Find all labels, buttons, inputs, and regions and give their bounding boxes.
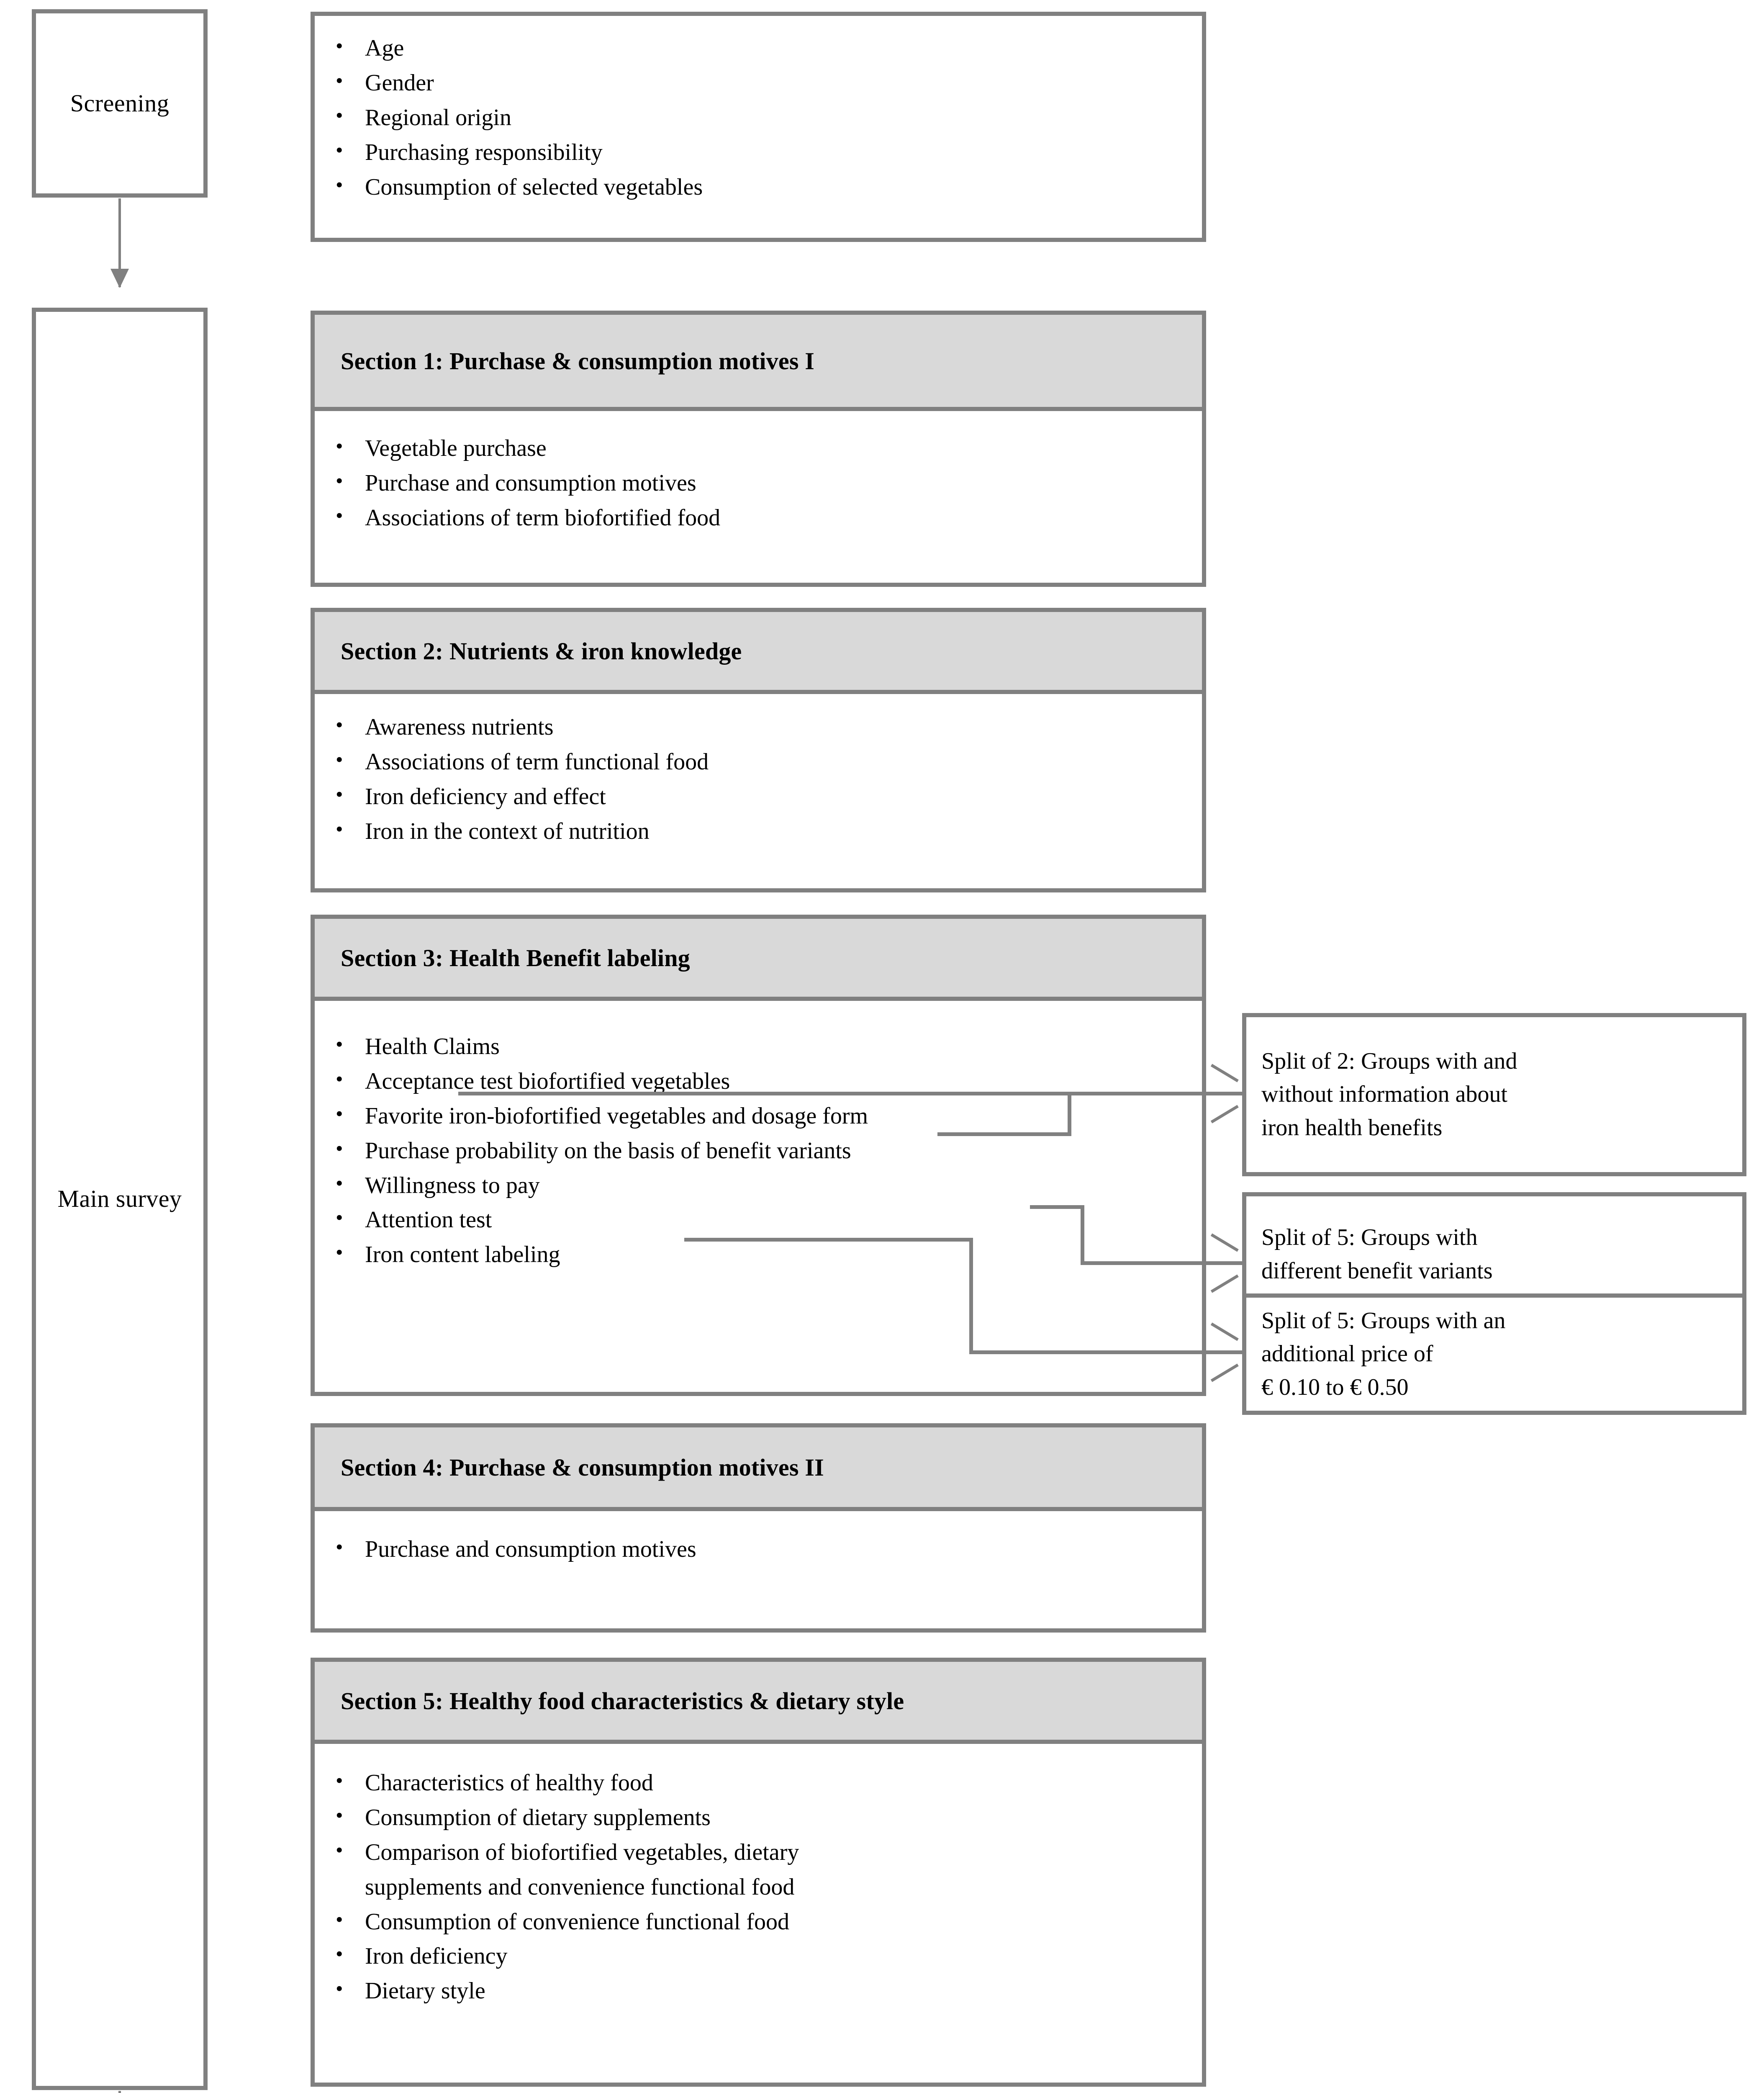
section-header-text: Section 3: Health Benefit labeling [341,944,690,972]
list-item: Iron content labeling [319,1237,1202,1272]
list-item: Attention test [319,1202,1202,1237]
connector-purchase-prob-h [1030,1205,1084,1209]
section-card-5: Section 5: Healthy food characteristics … [311,1658,1206,2087]
section-items-list-5: Characteristics of healthy food Consumpt… [315,1744,1202,2008]
connector-split3-entry [969,1350,1243,1354]
connector-purchase-prob-v [1081,1205,1084,1265]
section-header-text: Section 4: Purchase & consumption motive… [341,1453,824,1481]
list-item: Purchase and consumption motives [319,465,1202,501]
section-items-list-2: Awareness nutrients Associations of term… [315,694,1202,849]
section-items-list-4: Purchase and consumption motives [315,1511,1202,1567]
connector-acceptance-h [937,1132,1071,1136]
section-body-2: Awareness nutrients Associations of term… [315,694,1202,888]
stage-box-main-survey: Main survey [32,308,208,2090]
stage-label-main-survey: Main survey [57,1185,182,1212]
section-header-2: Section 2: Nutrients & iron knowledge [315,612,1202,694]
section-header-3: Section 3: Health Benefit labeling [315,919,1202,1001]
section-body-5: Characteristics of healthy food Consumpt… [315,1744,1202,2083]
section-card-2: Section 2: Nutrients & iron knowledge Aw… [311,608,1206,892]
list-item: Favorite iron-biofortified vegetables an… [319,1098,1202,1134]
section-body-4: Purchase and consumption motives [315,1511,1202,1628]
connector-health-claims-v [1068,1092,1071,1136]
list-item: Consumption of convenience functional fo… [319,1904,1202,1939]
section-header-text: Section 5: Healthy food characteristics … [341,1687,904,1715]
section-items-list-3: Health Claims Acceptance test biofortifi… [315,1001,1202,1272]
connector-wtp-v [969,1238,973,1354]
list-item: Associations of term functional food [319,744,1202,779]
section-header-text: Section 1: Purchase & consumption motive… [341,347,815,375]
list-item: Iron deficiency and effect [319,779,1202,814]
arrow-main-to-socio [118,2091,121,2093]
list-item: Vegetable purchase [319,430,1202,466]
list-item: Dietary style [319,1973,1202,2008]
list-item: Willingness to pay [319,1167,1202,1203]
screening-items-list: Age Gender Regional origin Purchasing re… [315,16,1202,204]
split-box-2-text: Split of 5: Groups with different benefi… [1261,1224,1493,1284]
list-item: Comparison of biofortified vegetables, d… [319,1834,1202,1905]
stage-label-screening: Screening [70,89,169,117]
list-item: Gender [319,65,1202,100]
split-box-1: Split of 2: Groups with and without info… [1242,1013,1746,1176]
split-box-1-text: Split of 2: Groups with and without info… [1261,1048,1518,1141]
arrow-head-split-3 [1207,1322,1239,1382]
connector-split2-entry [1081,1261,1243,1265]
section-items-list-1: Vegetable purchase Purchase and consumpt… [315,411,1202,535]
stage-box-screening: Screening [32,9,208,198]
list-item: Regional origin [319,100,1202,135]
list-item: Purchase and consumption motives [319,1531,1202,1567]
connector-wtp-h [684,1238,973,1242]
list-item: Age [319,30,1202,66]
section-header-4: Section 4: Purchase & consumption motive… [315,1427,1202,1511]
list-item: Associations of term biofortified food [319,500,1202,535]
arrow-head-split-2 [1207,1233,1239,1293]
list-item: Iron deficiency [319,1938,1202,1974]
arrow-screening-to-main [118,198,121,287]
section-header-1: Section 1: Purchase & consumption motive… [315,315,1202,411]
split-box-3-text: Split of 5: Groups with an additional pr… [1261,1307,1506,1400]
connector-health-claims-h [458,1092,1071,1095]
list-item: Iron in the context of nutrition [319,813,1202,849]
section-body-3: Health Claims Acceptance test biofortifi… [315,1001,1202,1392]
list-item: Purchase probability on the basis of ben… [319,1133,1202,1168]
section-card-3: Section 3: Health Benefit labeling Healt… [311,915,1206,1396]
section-header-5: Section 5: Healthy food characteristics … [315,1662,1202,1744]
list-item: Acceptance test biofortified vegetables [319,1063,1202,1099]
section-card-1: Section 1: Purchase & consumption motive… [311,311,1206,587]
list-item: Consumption of selected vegetables [319,169,1202,205]
section-body-1: Vegetable purchase Purchase and consumpt… [315,411,1202,583]
list-item: Purchasing responsibility [319,134,1202,170]
list-item: Awareness nutrients [319,709,1202,745]
connector-split1-entry [1068,1092,1243,1095]
section-card-4: Section 4: Purchase & consumption motive… [311,1423,1206,1633]
list-item: Consumption of dietary supplements [319,1800,1202,1835]
arrow-head-split-1 [1207,1064,1239,1124]
list-item: Health Claims [319,1029,1202,1064]
screening-items-box: Age Gender Regional origin Purchasing re… [311,12,1206,242]
list-item: Characteristics of healthy food [319,1765,1202,1800]
split-box-3: Split of 5: Groups with an additional pr… [1242,1293,1746,1415]
section-header-text: Section 2: Nutrients & iron knowledge [341,637,742,665]
